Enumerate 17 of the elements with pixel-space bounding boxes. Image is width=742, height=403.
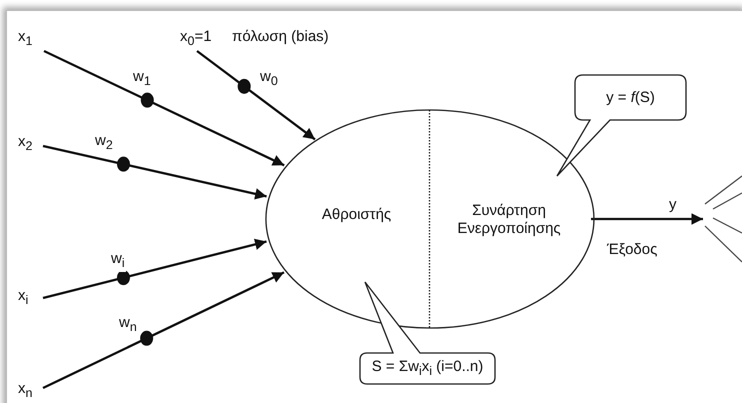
- input-label: x$_{1}$: [18, 28, 42, 50]
- input-label: x$_{0}$=1: [180, 28, 212, 50]
- bias-label: πόλωση (bias): [232, 28, 329, 46]
- arrow: [591, 213, 703, 225]
- input-label: x$_{2}$: [18, 133, 42, 155]
- node-text: Αθροιστής: [322, 206, 392, 224]
- arrow: [42, 144, 267, 200]
- input-label: x$_{n}$: [18, 380, 42, 402]
- arrow: [196, 50, 316, 140]
- input-label: x$_{i}$: [18, 287, 42, 309]
- output-label: Έξοδος: [606, 241, 658, 258]
- node-text: Συνάρτηση Ενεργοποίησης: [456, 202, 562, 238]
- arrow: [42, 238, 267, 300]
- formula-text: y = f(S): [606, 88, 655, 106]
- formula-text: S = Σw$_{i}$x$_{i}$ (i=0..n): [372, 358, 484, 380]
- arrow: [44, 50, 285, 166]
- arrow: [42, 271, 284, 390]
